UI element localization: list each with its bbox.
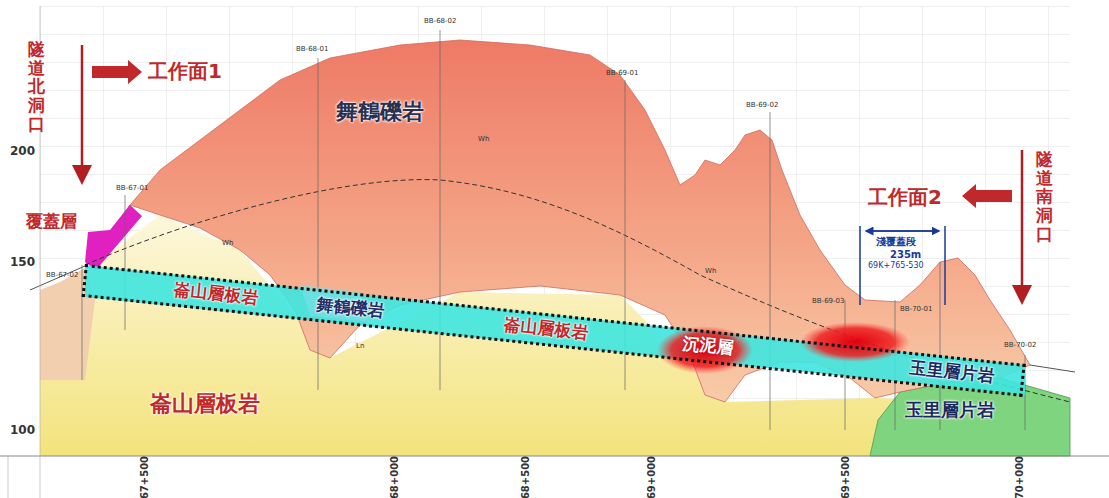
borehole-id: BB-69-03 [812,298,844,306]
borehole-id: BB-70-02 [1004,342,1036,350]
station-tick: 68+500 [520,455,531,498]
elevation-tick: 200 [10,145,35,158]
elevation-tick: 100 [10,424,35,437]
dimension-label: 235m [890,249,921,260]
layer-label: 覆蓋層 [26,212,77,231]
band-text: 沉泥層 [682,334,735,358]
portal-label: 隧道北洞口 [28,40,45,133]
rock-label: 崙山層板岩 [150,392,260,416]
borehole-id: BB-69-02 [746,102,778,110]
unit-code: Wh [222,240,233,248]
band-text: 崙山層板岩 [503,315,589,343]
station-tick: 68+000 [389,455,400,498]
band-text: 舞鶴礫岩 [316,295,386,321]
station-tick: 67+500 [139,455,150,498]
borehole-id: BB-69-01 [606,70,638,78]
borehole-id: BB-68-02 [424,18,456,26]
band-text: 玉里層片岩 [909,358,995,386]
portal-label: 隧道南洞口 [1036,150,1053,243]
borehole-id: BB-67-01 [116,185,148,193]
rock-label: 舞鶴礫岩 [336,100,424,124]
unit-code: Wh [478,136,489,144]
unit-code: Wh [705,268,716,276]
rock-label: 玉里層片岩 [905,400,995,420]
band-text: 崙山層板岩 [173,280,259,308]
face-label: 工作面2 [868,186,942,208]
station-tick: 70+000 [1014,455,1025,498]
elevation-tick: 150 [10,256,35,269]
section-label: 淺覆蓋段 [876,236,916,247]
station-tick: 69+000 [646,455,657,498]
station-range: 69K+765-530 [868,262,924,271]
borehole-id: BB-70-01 [900,306,932,314]
station-tick: 69+500 [840,455,851,498]
borehole-id: BB-67-02 [46,272,78,280]
unit-code: Ln [356,343,364,351]
borehole-id: BB-68-01 [296,46,328,54]
face-label: 工作面1 [148,60,222,82]
